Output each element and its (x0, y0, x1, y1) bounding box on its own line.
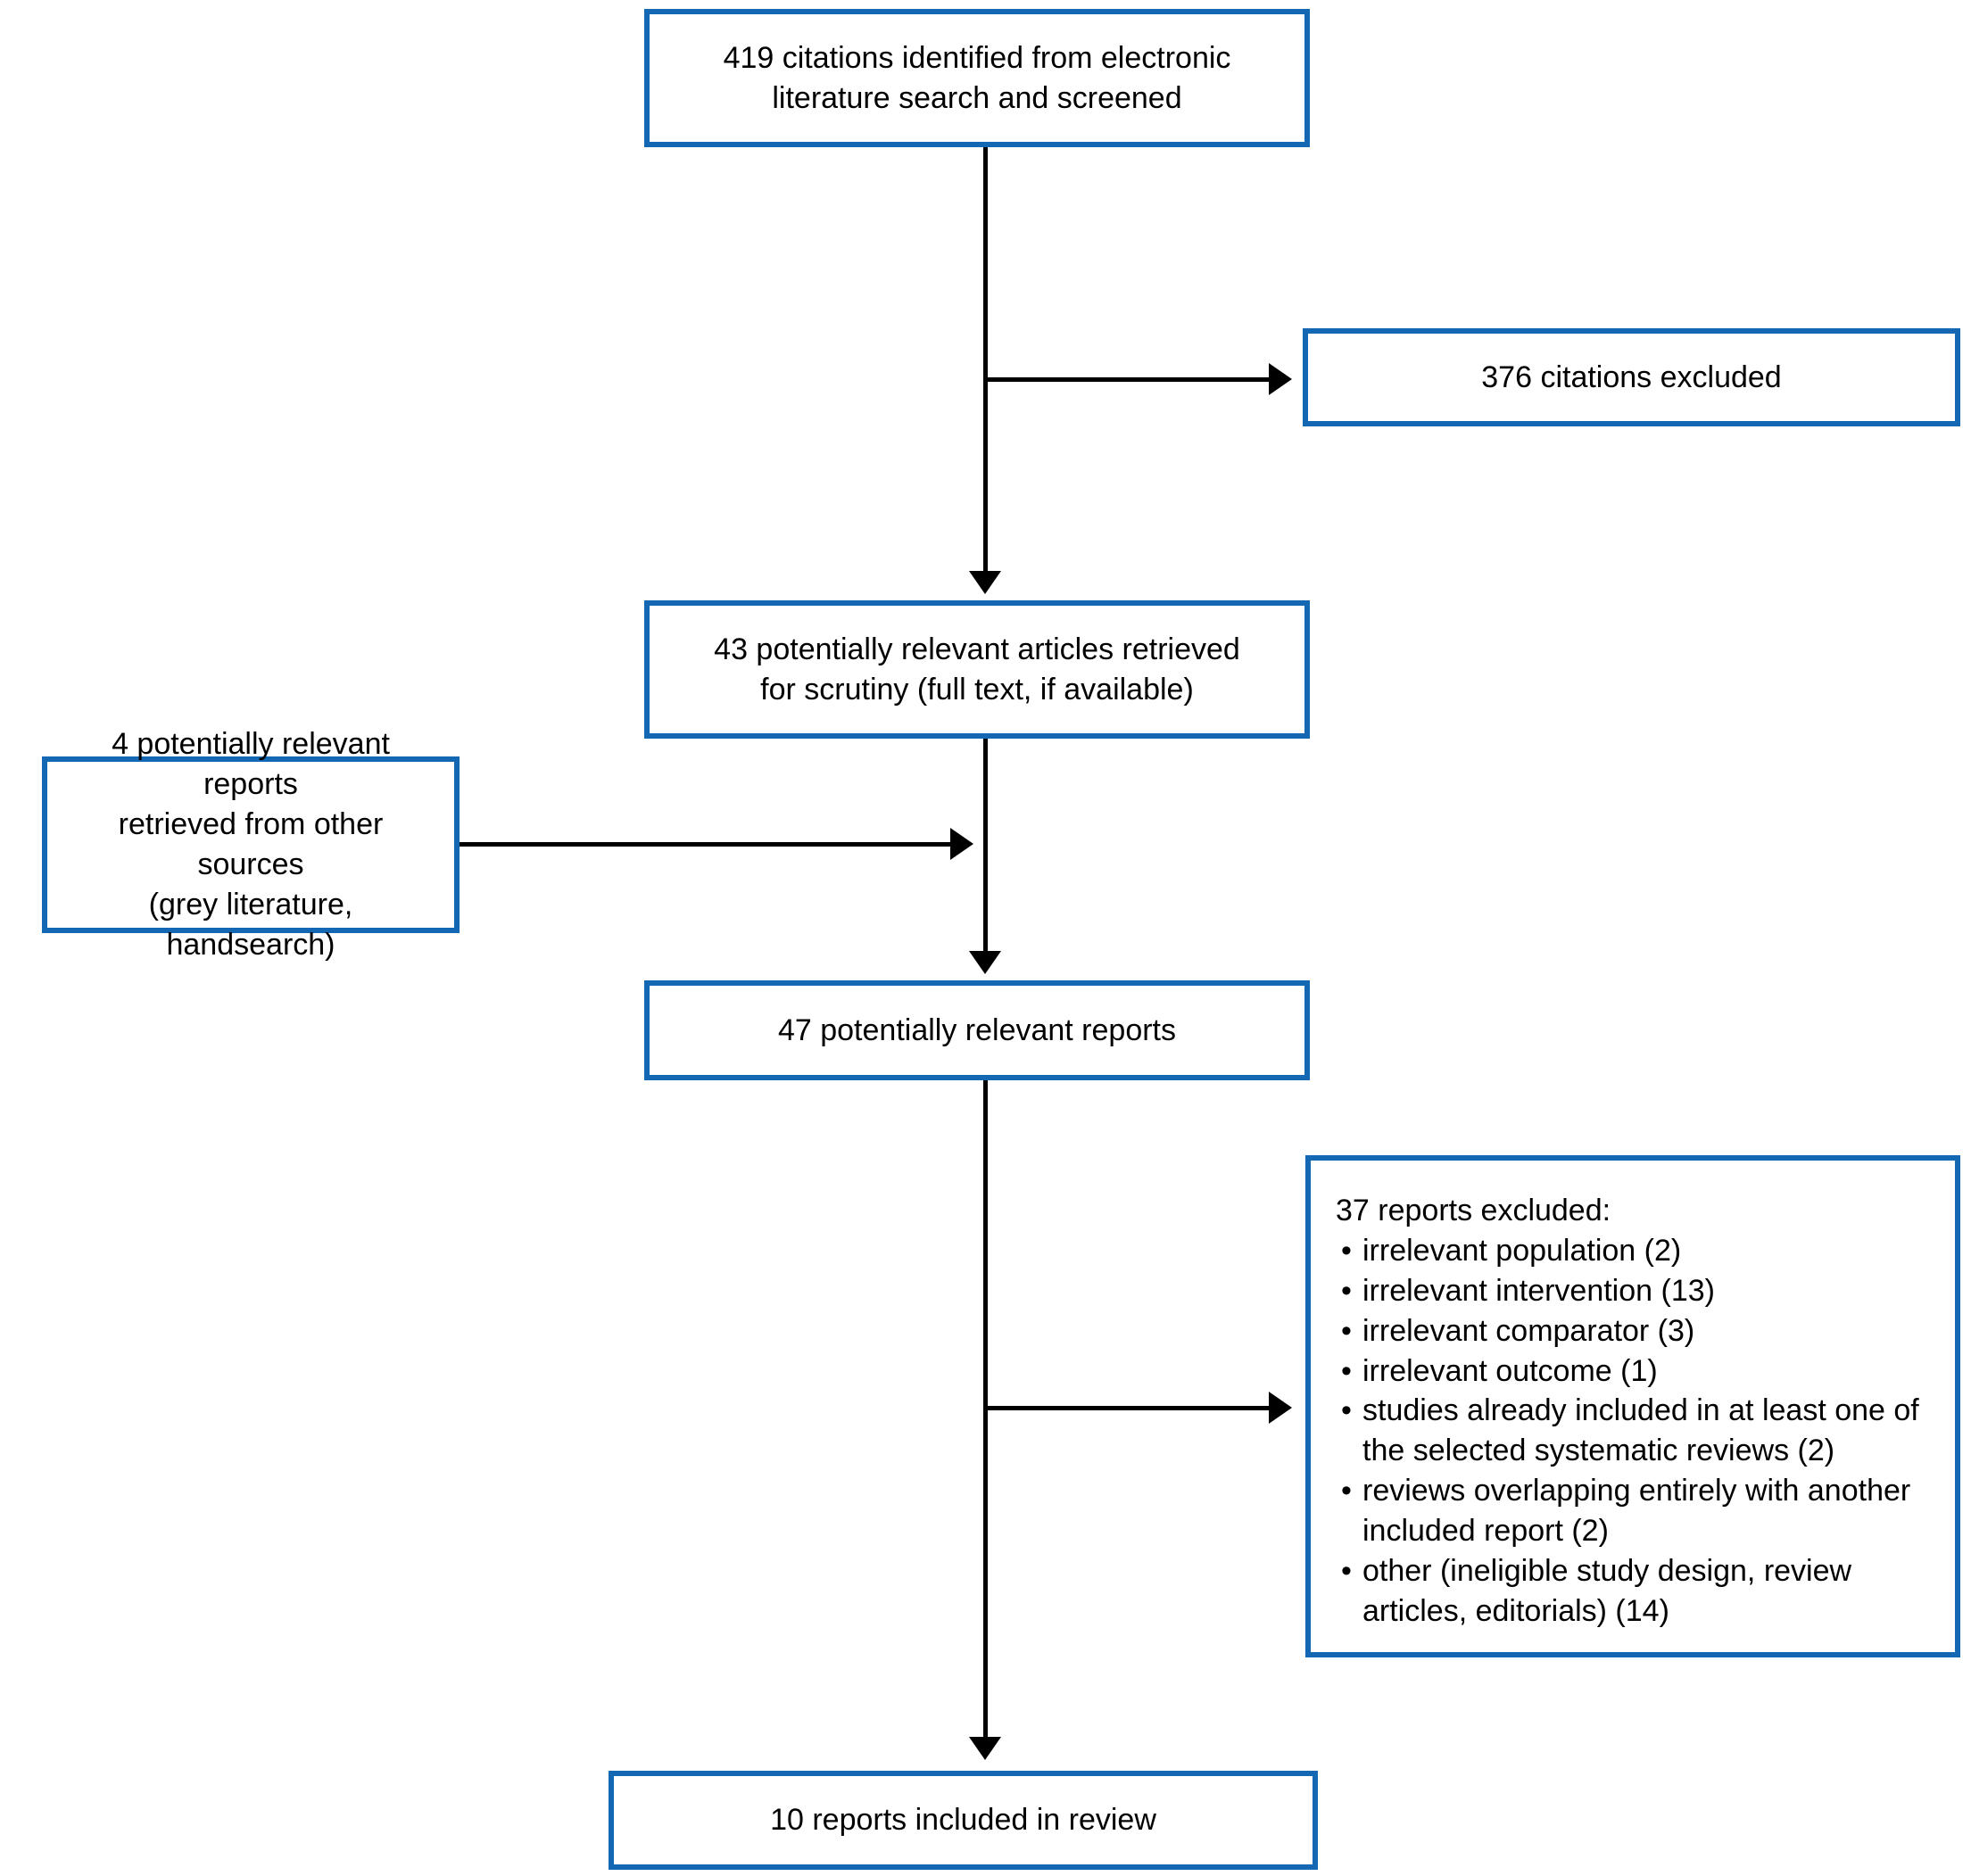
box-citations-excluded-text: 376 citations excluded (1481, 359, 1782, 394)
box-citations-identified-text: 419 citations identified from electronic… (724, 38, 1231, 119)
arrow-identified-to-retrieved-head-icon (969, 571, 1001, 594)
exclusion-reason-item: irrelevant comparator (3) (1336, 1311, 1928, 1351)
exclusion-reason-item: irrelevant intervention (13) (1336, 1271, 1928, 1311)
arrow-to-excluded-citations-line (983, 377, 1271, 382)
exclusion-reason-item: studies already included in at least one… (1336, 1391, 1928, 1471)
box-included-in-review: 10 reports included in review (609, 1771, 1318, 1870)
box-citations-excluded: 376 citations excluded (1303, 328, 1960, 426)
text-line: 4 potentially relevant reports (112, 727, 390, 802)
text-line: 419 citations identified from electronic (723, 40, 1231, 75)
arrow-other-sources-head-icon (950, 828, 973, 860)
box-reports-excluded-header: 37 reports excluded: (1336, 1194, 1611, 1227)
arrow-retrieved-to-relevant-head-icon (969, 951, 1001, 974)
text-line: for scrutiny (full text, if available) (760, 672, 1194, 707)
arrow-to-excluded-citations-head-icon (1269, 363, 1292, 395)
arrow-retrieved-to-relevant-line (983, 739, 988, 953)
exclusion-reasons-list: irrelevant population (2)irrelevant inte… (1336, 1231, 1928, 1632)
arrow-identified-to-retrieved-line (983, 147, 988, 573)
text-line: 43 potentially relevant articles retriev… (714, 632, 1240, 666)
exclusion-reason-item: other (ineligible study design, review a… (1336, 1551, 1928, 1632)
arrow-other-sources-line (460, 842, 952, 847)
box-articles-retrieved-text: 43 potentially relevant articles retriev… (714, 630, 1240, 710)
text-line: retrieved from other sources (118, 807, 384, 881)
box-relevant-reports: 47 potentially relevant reports (644, 980, 1310, 1080)
exclusion-reason-item: irrelevant population (2) (1336, 1231, 1928, 1271)
arrow-to-excluded-reports-line (983, 1406, 1271, 1410)
exclusion-reason-item: irrelevant outcome (1) (1336, 1351, 1928, 1392)
box-articles-retrieved: 43 potentially relevant articles retriev… (644, 600, 1310, 739)
arrow-relevant-to-included-head-icon (969, 1737, 1001, 1760)
arrow-to-excluded-reports-head-icon (1269, 1392, 1292, 1424)
box-relevant-reports-text: 47 potentially relevant reports (777, 1012, 1177, 1047)
box-included-in-review-text: 10 reports included in review (770, 1803, 1156, 1838)
text-line: (grey literature, handsearch) (148, 887, 353, 962)
box-other-sources: 4 potentially relevant reports retrieved… (42, 727, 460, 962)
box-reports-excluded: 37 reports excluded: irrelevant populati… (1305, 1155, 1960, 1657)
box-other-sources-text: 4 potentially relevant reports retrieved… (62, 724, 440, 964)
box-citations-identified: 419 citations identified from electronic… (644, 9, 1310, 147)
exclusion-reason-item: reviews overlapping entirely with anothe… (1336, 1471, 1928, 1551)
text-line: literature search and screened (772, 80, 1182, 115)
